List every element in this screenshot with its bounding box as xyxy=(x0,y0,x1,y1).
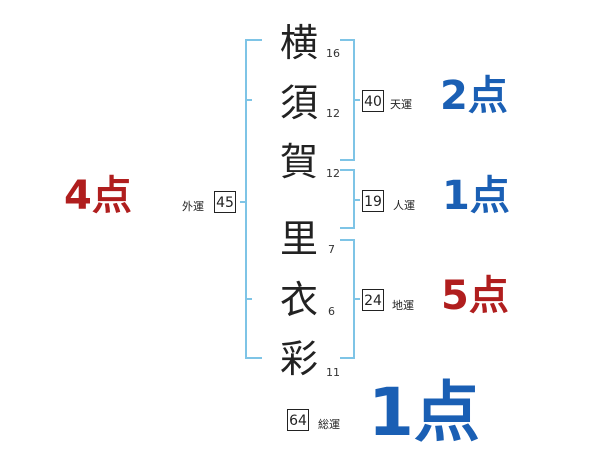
souun-score: 1点 xyxy=(368,374,480,451)
jinun-value-box: 19 xyxy=(362,190,384,212)
name-char-1: 横 xyxy=(280,21,319,65)
tenun-label: 天運 xyxy=(390,98,412,111)
souun-value-box: 64 xyxy=(287,409,309,431)
name-char-3: 賀 xyxy=(280,140,319,184)
gaiun-score: 4点 xyxy=(64,173,132,219)
jinun-score: 1点 xyxy=(442,173,510,219)
stroke-count-5: 6 xyxy=(328,305,335,318)
name-char-4: 里 xyxy=(280,217,319,261)
chiun-label: 地運 xyxy=(392,299,414,312)
tenun-bracket xyxy=(340,39,355,161)
chiun-bracket xyxy=(340,239,355,359)
gaiun-label: 外運 xyxy=(182,200,204,213)
stroke-count-1: 16 xyxy=(326,47,340,60)
stroke-count-3: 12 xyxy=(326,167,340,180)
chiun-score: 5点 xyxy=(441,273,509,319)
chiun-value-box: 24 xyxy=(362,289,384,311)
souun-label: 総運 xyxy=(318,418,340,431)
name-char-2: 須 xyxy=(280,81,319,125)
tenun-score: 2点 xyxy=(440,73,508,119)
stroke-count-4: 7 xyxy=(328,243,335,256)
name-char-6: 彩 xyxy=(280,337,319,381)
jinun-bracket xyxy=(340,169,355,229)
stroke-count-6: 11 xyxy=(326,366,340,379)
tenun-value-box: 40 xyxy=(362,90,384,112)
gaiun-bracket xyxy=(245,39,262,359)
name-char-5: 衣 xyxy=(280,278,319,322)
jinun-label: 人運 xyxy=(393,199,415,212)
stroke-count-2: 12 xyxy=(326,107,340,120)
gaiun-value-box: 45 xyxy=(214,191,236,213)
